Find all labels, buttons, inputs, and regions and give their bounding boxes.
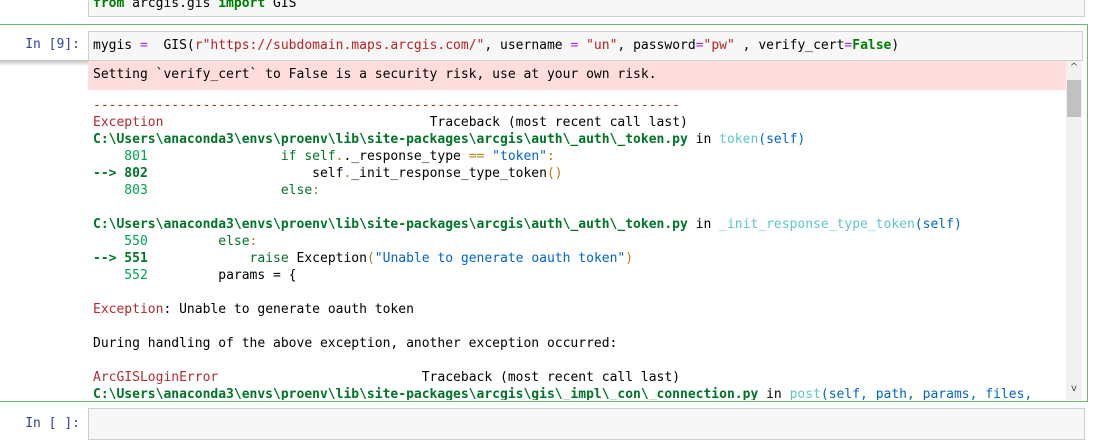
scroll-up-icon[interactable]: ^ [1069,62,1079,73]
cell-prompt: In [9]: [25,37,80,52]
code: "token" [484,149,547,164]
tb-divider: ----------------------------------------… [93,98,680,113]
in: in [687,132,720,147]
code: ) [891,38,900,53]
line-number: 551 [116,251,148,266]
code: "un" [578,38,618,53]
code: False [852,38,892,53]
code: ) [625,251,634,266]
line-number: 550 [93,234,148,249]
code: = [570,38,579,53]
next-cell-prompt: In [ ]: [25,416,80,431]
warning-message: Setting `verify_cert` to False is a secu… [88,61,1066,90]
line-number: 552 [93,268,148,283]
code: : [249,234,258,249]
output-scrollbar[interactable]: ^ v [1066,61,1082,400]
line-number: 801 [93,149,148,164]
code: "Unable to generate oauth token" [374,251,626,266]
code: () [546,166,563,181]
line-number: 803 [93,183,148,198]
code: . [343,166,352,181]
args: (self) [914,217,962,232]
keyword-import: import [218,0,266,11]
code: ( [366,251,375,266]
current-line-arrow: --> [93,251,117,266]
exception-name: ArcGISLoginError [93,370,219,385]
scrollbar-thumb[interactable] [1067,80,1081,117]
code: params = { [147,268,297,283]
code: if self [147,149,336,164]
exception-name: Exception [93,302,164,317]
code: , username [484,38,571,53]
function-name: post [789,387,821,400]
previous-cell-code: from arcgis.gis import GIS [93,0,297,11]
traceback-label: Traceback (most recent call last) [429,115,688,130]
import-name: GIS [265,0,297,11]
exception-message: : Unable to generate oauth token [163,302,414,317]
code-input[interactable]: mygis = GIS(r"https://subdomain.maps.arc… [88,31,1083,61]
code: == [468,149,485,164]
in: in [758,387,790,400]
code: : [546,149,555,164]
code: r [194,38,203,53]
code: , verify_cert [734,38,845,53]
code: : [312,183,320,198]
scroll-down-icon[interactable]: v [1071,383,1077,394]
file-path: C:\Users\anaconda3\envs\proenv\lib\site-… [93,132,688,147]
code: , password [617,38,696,53]
code: raise [147,251,289,266]
function-name: token [719,132,759,147]
code: = [139,38,148,53]
chained-exception-note: During handling of the above exception, … [93,336,618,351]
in: in [687,217,720,232]
code: = [695,38,704,53]
selected-cell[interactable] [0,24,1088,402]
line-number: 802 [116,166,148,181]
code: ._response_type [343,149,469,164]
function-name: _init_response_type_token [719,217,915,232]
code: mygis [93,38,140,53]
code: else [147,234,250,249]
previous-cell-input[interactable]: from arcgis.gis import GIS [88,0,1085,17]
code: else [147,183,313,198]
code: = [844,38,853,53]
traceback-label: Traceback (most recent call last) [421,370,681,385]
code: "https://subdomain.maps.arcgis.com/" [202,38,485,53]
code: GIS( [147,38,195,53]
module: arcgis.gis [124,0,219,11]
traceback: ----------------------------------------… [93,98,1033,400]
next-cell-input[interactable] [88,408,1085,440]
code-line: mygis = GIS(r"https://subdomain.maps.arc… [93,38,899,53]
output-scroll-shadow [0,60,88,66]
keyword-from: from [93,0,125,11]
code: "pw" [703,38,735,53]
file-path: C:\Users\anaconda3\envs\proenv\lib\site-… [93,217,688,232]
exception-name: Exception [93,115,164,130]
current-line-arrow: --> [93,166,117,181]
args: (self, path, params, files, [820,387,1033,400]
warning-text: Setting `verify_cert` to False is a secu… [93,67,657,82]
file-path: C:\Users\anaconda3\envs\proenv\lib\site-… [93,387,759,400]
args: (self) [758,132,806,147]
code: self [147,166,344,181]
output-area: Setting `verify_cert` to False is a secu… [88,61,1082,400]
code: Exception [288,251,367,266]
code: _init_response_type_token [351,166,547,181]
